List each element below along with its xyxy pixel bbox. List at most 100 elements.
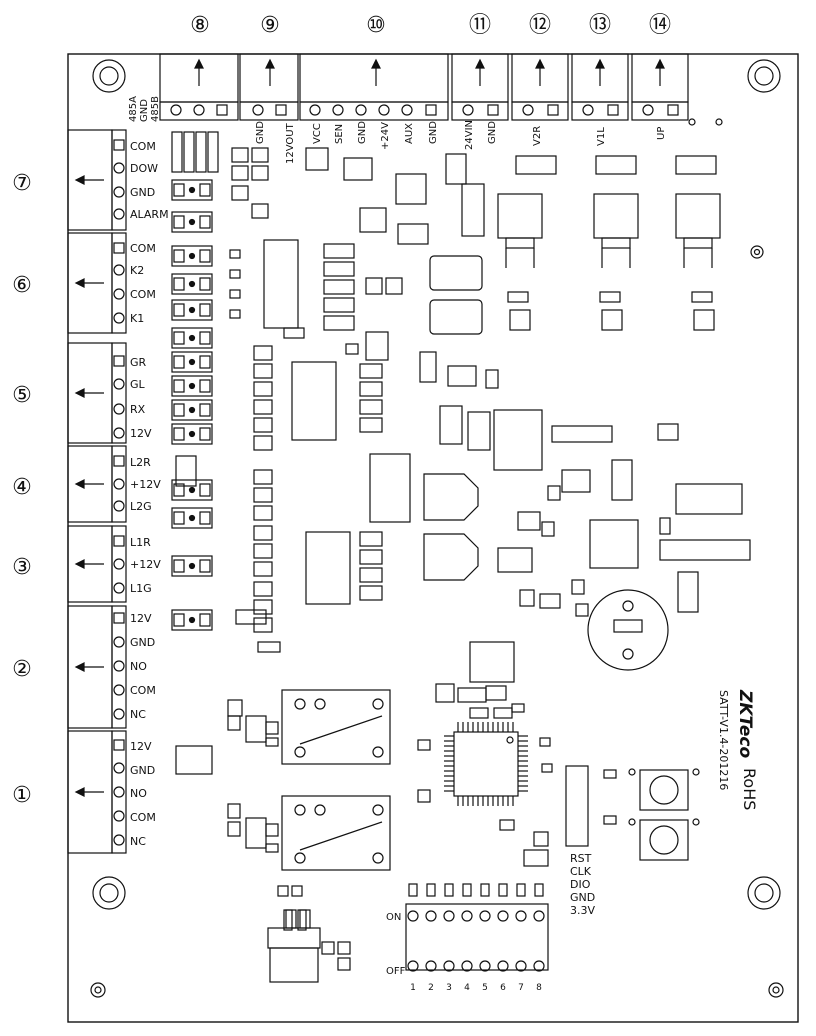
pin-label-gnd: GND	[255, 121, 266, 144]
smd-component	[359, 399, 383, 415]
pin-label-gnd: GND	[130, 764, 155, 777]
top-connector-numbers: ⑧ ⑨ ⑩ ⑪ ⑫ ⑬ ⑭	[190, 13, 671, 38]
diode	[171, 555, 213, 577]
smd-component	[365, 331, 389, 361]
diode	[171, 351, 213, 373]
pin-label-l1g: L1G	[130, 582, 152, 595]
smd-component	[323, 279, 355, 295]
connector-number-12: ⑫	[529, 13, 551, 38]
smd-component	[359, 585, 383, 601]
smd-component	[677, 571, 699, 613]
pin-label-com: COM	[130, 242, 156, 255]
smd-component	[251, 147, 269, 163]
connector-number-13: ⑬	[589, 13, 611, 38]
integrated-circuits	[263, 239, 743, 605]
connector-number-14: ⑭	[649, 13, 671, 38]
smd-component	[359, 549, 383, 565]
smd-component	[323, 297, 355, 313]
smd-component	[519, 589, 535, 607]
dip-on-label: ON	[386, 912, 401, 923]
smd-component	[599, 291, 621, 303]
pin-label-12vout: 12VOUT	[285, 122, 296, 164]
smd-component	[507, 291, 529, 303]
diode	[171, 375, 213, 397]
smd-component	[539, 593, 561, 609]
prog-clk: CLK	[570, 865, 592, 878]
pin-label-up: UP	[656, 127, 667, 140]
smd-component	[691, 291, 713, 303]
pin-label-rx: RX	[130, 403, 146, 416]
dip-num-5: 5	[482, 983, 488, 993]
smd-component	[245, 817, 267, 849]
smd-component	[469, 641, 515, 683]
connector-number-7: ⑦	[12, 171, 32, 196]
connector-number-10: ⑩	[366, 13, 386, 38]
left-pin-labels: COM DOW GND ALARM COM K2 COM K1 GR GL RX…	[130, 140, 169, 848]
smd-component	[265, 823, 279, 837]
voltage-regulators	[497, 155, 721, 268]
pin-label-l2g: L2G	[130, 500, 152, 513]
smd-component	[175, 455, 197, 487]
smd-component	[253, 581, 273, 597]
smd-component	[337, 957, 351, 971]
smd-component	[603, 815, 617, 825]
connector-14	[631, 53, 689, 121]
smd-component	[253, 543, 273, 559]
pin-label-no: NO	[130, 787, 147, 800]
smd-component	[509, 309, 531, 331]
left-pin-terminals	[113, 139, 125, 846]
dip-num-4: 4	[464, 983, 470, 993]
pin-label-gnd: GND	[130, 186, 155, 199]
top-pin-labels: 485A GND 485B GND 12VOUT VCC SEN GND +24…	[128, 96, 667, 164]
prog-dio: DIO	[570, 878, 591, 891]
diode	[171, 327, 213, 349]
smd-component	[231, 165, 249, 181]
pin-label-vcc: VCC	[312, 123, 323, 144]
pin-label-24v: +24V	[380, 122, 391, 150]
smd-component	[321, 941, 335, 955]
smd-component	[395, 173, 427, 205]
smd-component	[417, 739, 431, 751]
connector-number-6: ⑥	[12, 273, 32, 298]
smd-component	[517, 511, 541, 531]
pin-label-gnd: GND	[428, 121, 439, 144]
smd-component	[601, 309, 623, 331]
connector-number-5: ⑤	[12, 383, 32, 408]
board-id-label: SATT-V1.4-201216	[717, 690, 730, 790]
connector-number-9: ⑨	[260, 13, 280, 38]
smd-component	[547, 485, 561, 501]
smd-component	[571, 579, 585, 595]
smd-component	[343, 157, 373, 181]
smd-component	[445, 153, 467, 185]
smd-component	[253, 417, 273, 433]
diode	[171, 179, 213, 201]
smd-component	[227, 821, 241, 837]
smd-component	[603, 769, 617, 779]
left-connector-numbers: ⑦ ⑥ ⑤ ④ ③ ② ①	[12, 171, 32, 808]
pin-label-gnd: GND	[487, 121, 498, 144]
smd-component	[231, 185, 249, 201]
fuse-bank	[171, 131, 219, 173]
smd-component	[265, 843, 279, 853]
smd-component	[523, 849, 549, 867]
smd-component	[541, 521, 555, 537]
smd-component	[659, 517, 671, 535]
smd-component	[251, 203, 269, 219]
dip-num-8: 8	[536, 983, 542, 993]
smd-component	[229, 269, 241, 279]
smd-component	[253, 399, 273, 415]
smd-component	[417, 789, 431, 803]
smd-component	[229, 289, 241, 299]
pin-label-k2: K2	[130, 264, 144, 277]
smd-component	[345, 343, 359, 355]
pin-label-gr: GR	[130, 356, 147, 369]
smd-component	[227, 803, 241, 819]
smd-component	[359, 567, 383, 583]
smd-component	[291, 885, 303, 897]
push-buttons	[565, 765, 700, 861]
diode-column	[171, 179, 213, 631]
connector-12	[511, 53, 569, 121]
smd-component	[499, 819, 515, 831]
dip-num-6: 6	[500, 983, 506, 993]
